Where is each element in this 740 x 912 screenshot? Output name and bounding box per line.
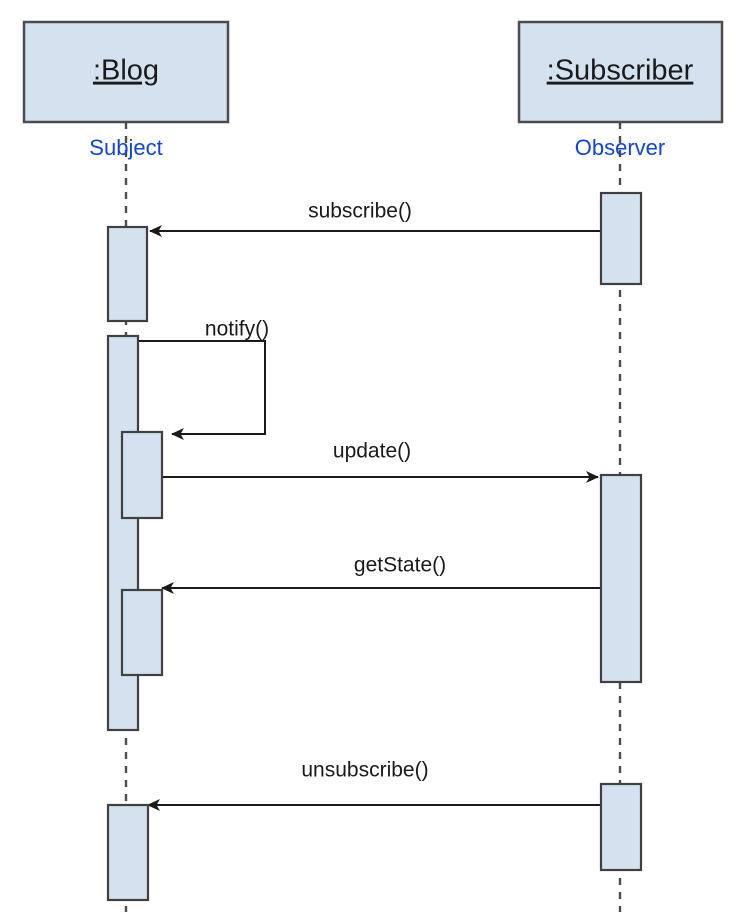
message-label-msg-update: update() <box>333 440 411 463</box>
activation-bar-blog-act-2-nested-2[interactable] <box>120 588 164 677</box>
activation-bar-sub-act-3[interactable] <box>599 782 643 872</box>
message-label-msg-subscribe: subscribe() <box>308 200 412 223</box>
activation-bar-blog-act-3[interactable] <box>106 803 150 902</box>
participant-role-subscriber: Observer <box>575 135 665 160</box>
message-line-msg-notify[interactable] <box>138 340 266 440</box>
message-label-msg-getstate: getState() <box>354 554 446 577</box>
participant-name-subscriber: :Subscriber <box>547 55 694 87</box>
participant-box-blog[interactable] <box>22 20 230 124</box>
activation-bar-sub-act-2[interactable] <box>599 473 643 684</box>
participant-role-blog: Subject <box>89 135 162 160</box>
participant-name-blog: :Blog <box>93 55 159 87</box>
messages-layer <box>138 225 601 811</box>
activations-layer <box>106 191 643 902</box>
activation-bar-blog-act-2-nested-1[interactable] <box>120 430 164 520</box>
activation-bar-blog-act-1[interactable] <box>106 225 149 323</box>
message-label-msg-notify: notify() <box>205 318 269 341</box>
participant-box-subscriber[interactable] <box>517 20 724 124</box>
participants-layer <box>22 20 724 124</box>
activation-bar-sub-act-1[interactable] <box>599 191 643 286</box>
message-label-msg-unsubscribe: unsubscribe() <box>301 759 428 782</box>
lifelines-layer <box>124 122 622 912</box>
